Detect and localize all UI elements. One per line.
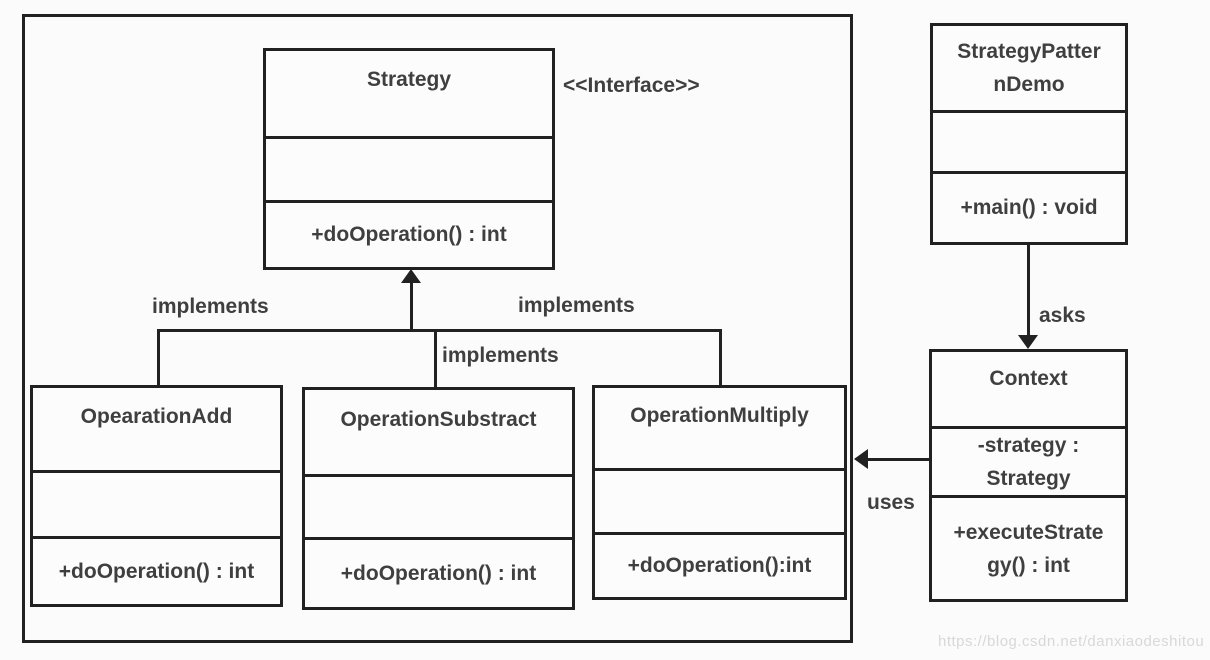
- operation-substract-attributes-compartment: [305, 474, 572, 537]
- operation-add-attributes-compartment: [33, 470, 280, 536]
- class-title-context: Context: [989, 367, 1068, 390]
- class-title-operation-substract: OperationSubstract: [340, 408, 537, 431]
- demo-main-method: +main() : void: [960, 196, 1098, 219]
- implements-label-middle: implements: [442, 344, 559, 367]
- class-title-operation-multiply: OperationMultiply: [630, 404, 809, 427]
- uses-arrow-shaft: [866, 458, 930, 461]
- operation-multiply-method: +doOperation():int: [627, 554, 812, 577]
- asks-arrowhead-icon: [1018, 335, 1038, 349]
- uses-arrowhead-icon: [854, 449, 868, 469]
- class-box-operation-add: OpearationAdd +doOperation() : int: [30, 385, 283, 607]
- asks-label: asks: [1039, 304, 1086, 327]
- csdn-watermark: https://blog.csdn.net/danxiaodeshitou: [938, 633, 1205, 650]
- inheritance-arrow-shaft: [410, 281, 413, 330]
- implements-label-right: implements: [518, 294, 635, 317]
- class-box-strategy-pattern-demo: StrategyPatter nDemo +main() : void: [930, 23, 1128, 245]
- connector-operation-add: [157, 329, 160, 385]
- class-title-strategy: Strategy: [366, 67, 452, 91]
- inheritance-arrowhead-icon: [401, 269, 421, 283]
- class-box-operation-substract: OperationSubstract +doOperation() : int: [302, 387, 575, 610]
- uses-label: uses: [867, 491, 915, 514]
- connector-operation-multiply: [719, 329, 722, 385]
- class-box-strategy: Strategy +doOperation() : int: [263, 48, 555, 270]
- interface-stereotype-label: <<Interface>>: [563, 74, 700, 97]
- asks-arrow-shaft: [1027, 245, 1030, 337]
- class-title-operation-add: OpearationAdd: [80, 405, 233, 428]
- system-boundary-box: [22, 14, 853, 643]
- demo-attributes-compartment: [933, 110, 1125, 171]
- context-strategy-attribute: -strategy : Strategy: [977, 434, 1080, 490]
- implements-label-left: implements: [152, 295, 269, 318]
- inheritance-bus-line: [157, 329, 722, 332]
- strategy-attributes-compartment: [266, 136, 552, 200]
- operation-multiply-attributes-compartment: [595, 468, 844, 532]
- class-title-strategy-pattern-demo: StrategyPatter nDemo: [957, 40, 1101, 96]
- class-box-operation-multiply: OperationMultiply +doOperation():int: [592, 385, 847, 600]
- connector-operation-substract: [434, 329, 437, 387]
- operation-substract-method: +doOperation() : int: [340, 561, 537, 585]
- strategy-method: +doOperation() : int: [311, 223, 507, 246]
- context-execute-method: +executeStrate gy() : int: [953, 520, 1104, 577]
- class-box-context: Context -strategy : Strategy +executeStr…: [929, 349, 1128, 602]
- operation-add-method: +doOperation() : int: [58, 559, 255, 583]
